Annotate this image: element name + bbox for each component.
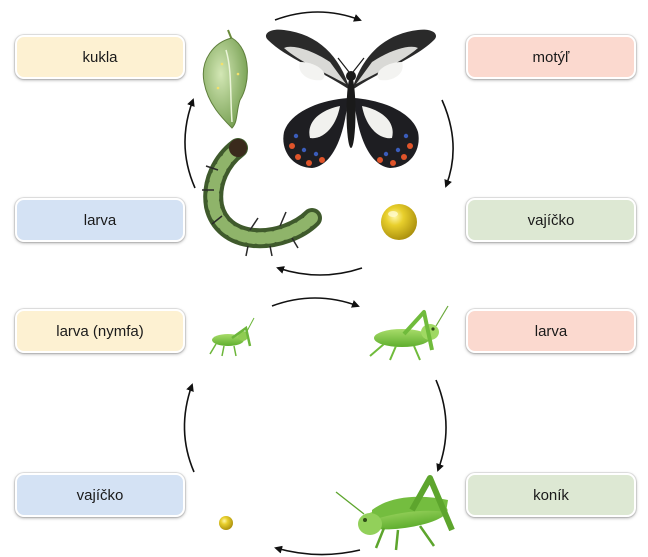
arrow-egg-to-nymph (183, 383, 195, 473)
arrow-pupa-to-butterfly (274, 11, 362, 22)
label-grasshopper-egg: vajíčko (15, 473, 185, 517)
label-caterpillar: larva (15, 198, 185, 242)
arrow-egg-to-caterpillar (276, 266, 363, 276)
label-grasshopper-adult: koník (466, 473, 636, 517)
label-text: vajíčko (527, 211, 575, 229)
butterfly-egg-image (381, 204, 417, 240)
pupa-image (202, 29, 248, 129)
grasshopper-adult-image (335, 475, 455, 551)
label-text: koník (533, 486, 569, 504)
label-text: larva (nymfa) (56, 322, 144, 340)
arrow-larva-to-adult (435, 379, 447, 472)
label-text: vajíčko (76, 486, 124, 504)
arrow-nymph-to-larva (271, 297, 360, 308)
label-pupa: kukla (15, 35, 185, 79)
caterpillar-image (202, 138, 322, 257)
label-nymph: larva (nymfa) (15, 309, 185, 353)
label-grasshopper-larva: larva (466, 309, 636, 353)
label-text: kukla (82, 48, 118, 66)
label-butterfly-egg: vajíčko (466, 198, 636, 242)
grasshopper-egg-image (219, 516, 233, 530)
arrow-butterfly-to-egg (441, 99, 454, 188)
grasshopper-nymph-image (209, 317, 255, 357)
label-text: motýľ (532, 48, 570, 66)
label-text: larva (534, 322, 568, 340)
butterfly-image (265, 29, 437, 168)
grasshopper-larva-image (369, 305, 449, 361)
arrow-caterpillar-to-pupa (184, 98, 196, 189)
label-text: larva (83, 211, 117, 229)
arrow-adult-to-egg (274, 545, 361, 556)
label-butterfly: motýľ (466, 35, 636, 79)
